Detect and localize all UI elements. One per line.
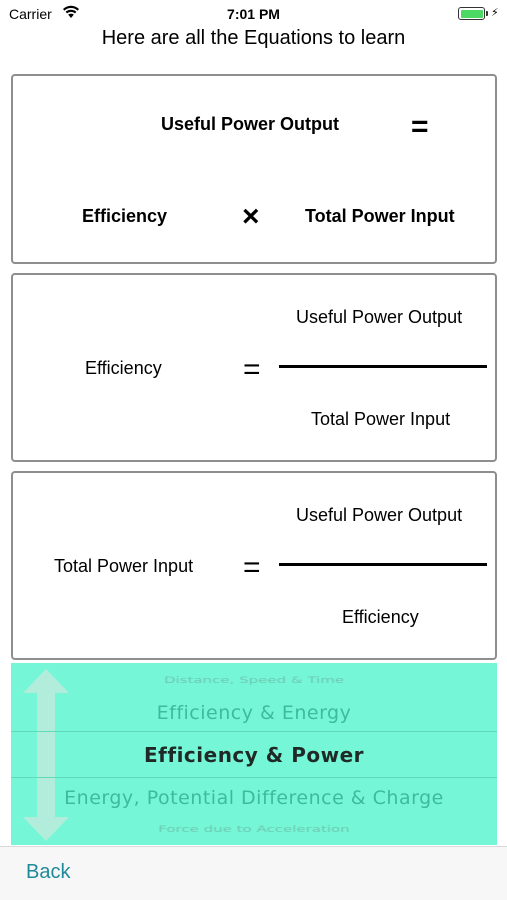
back-button[interactable]: Back	[26, 861, 71, 883]
clock: 7:01 PM	[227, 6, 280, 22]
equals-sign: =	[243, 551, 261, 584]
picker-option[interactable]: Distance, Speed & Time	[163, 674, 345, 686]
equation-subject: Total Power Input	[54, 556, 194, 576]
equation-numerator: Useful Power Output	[296, 505, 463, 525]
picker-option[interactable]: Force due to Acceleration	[158, 823, 350, 835]
up-down-arrow-icon	[23, 669, 69, 841]
picker-option-selected[interactable]: Efficiency & Power	[144, 743, 364, 767]
topic-picker[interactable]: Distance, Speed & Time Efficiency & Ener…	[11, 663, 497, 845]
equation-subject: Efficiency	[85, 358, 162, 378]
selection-divider	[11, 731, 497, 732]
picker-option[interactable]: Energy, Potential Difference & Charge	[64, 787, 444, 809]
equation-numerator: Useful Power Output	[296, 307, 463, 327]
carrier-label: Carrier	[9, 6, 52, 22]
equation-denominator: Efficiency	[342, 607, 419, 627]
equals-sign: =	[243, 353, 261, 386]
wifi-icon	[62, 5, 80, 24]
fraction-bar	[279, 563, 487, 566]
bottom-toolbar: Back	[0, 846, 507, 900]
multiply-sign: ×	[242, 200, 260, 233]
equation-card-2: Useful Power Output Efficiency = Total P…	[11, 273, 497, 462]
equation-denominator: Total Power Input	[311, 409, 451, 429]
equals-sign: =	[411, 110, 429, 143]
equation-right-factor: Total Power Input	[305, 206, 455, 226]
equation-card-1: Useful Power Output = Efficiency × Total…	[11, 74, 497, 264]
charging-bolt-icon: ⚡︎	[491, 7, 499, 19]
page-title: Here are all the Equations to learn	[101, 27, 406, 49]
equation-left-factor: Efficiency	[82, 206, 168, 226]
selection-divider	[11, 777, 497, 778]
equation-top-term: Useful Power Output	[161, 114, 340, 134]
status-bar: Carrier 7:01 PM ⚡︎	[0, 0, 507, 28]
battery-icon	[458, 7, 488, 20]
equation-card-3: Useful Power Output Total Power Input = …	[11, 471, 497, 660]
fraction-bar	[279, 365, 487, 368]
picker-option[interactable]: Efficiency & Energy	[156, 702, 352, 724]
